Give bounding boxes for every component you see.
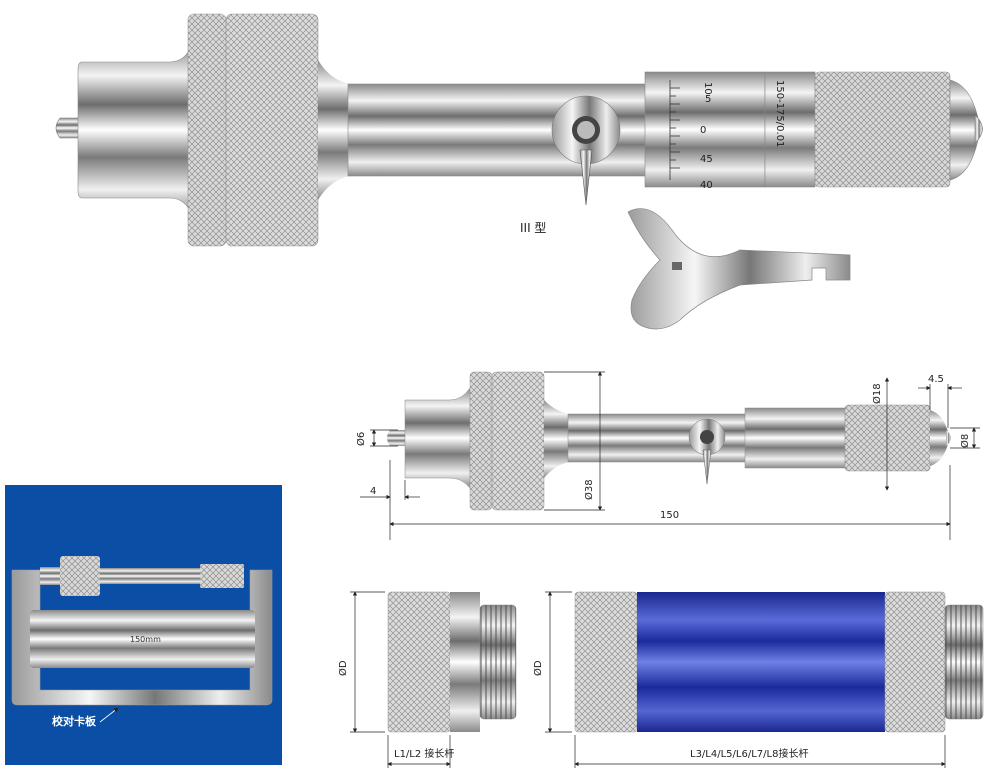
inset-rod-marking: 150mm	[130, 635, 161, 644]
dim-end-dia: Ø8	[959, 434, 971, 448]
dim-tip-dia: Ø6	[355, 432, 367, 446]
dim-rod-dia-short: ØD	[337, 660, 349, 676]
dim-head-dia: Ø38	[583, 479, 595, 500]
dim-end-len: 4.5	[928, 374, 944, 385]
scale-40: 40	[700, 180, 713, 191]
model-label: III 型	[520, 221, 546, 235]
scale-5: 5	[705, 94, 711, 105]
inset-calibration: 150mm 校对卡板	[5, 485, 282, 765]
label-long-rod: L3/L4/L5/L6/L7/L8接长杆	[690, 747, 808, 760]
scale-0: 0	[700, 125, 706, 136]
dimensioned-micrometer: Ø6 4 Ø38 150 Ø18 4.5 Ø8	[355, 371, 980, 540]
dim-rod-dia-long: ØD	[532, 660, 544, 676]
label-short-rod: L1/L2 接长杆	[394, 747, 454, 760]
long-extension-rod: ØD L3/L4/L5/L6/L7/L8接长杆	[532, 591, 984, 768]
scale-45: 45	[700, 154, 713, 165]
main-micrometer: 10 5 0 45 40 150-175/0.01	[55, 13, 983, 247]
blue-rod-section	[637, 592, 885, 732]
barrel-marking: 150-175/0.01	[774, 80, 785, 147]
dim-body-len: 150	[660, 510, 679, 521]
dim-knob-dia: Ø18	[871, 383, 883, 404]
scale-10: 10	[702, 82, 713, 95]
dim-tip-len: 4	[370, 486, 376, 497]
wrench	[627, 208, 851, 330]
short-extension-rod: ØD L1/L2 接长杆	[337, 591, 517, 768]
inset-caption: 校对卡板	[52, 714, 97, 728]
